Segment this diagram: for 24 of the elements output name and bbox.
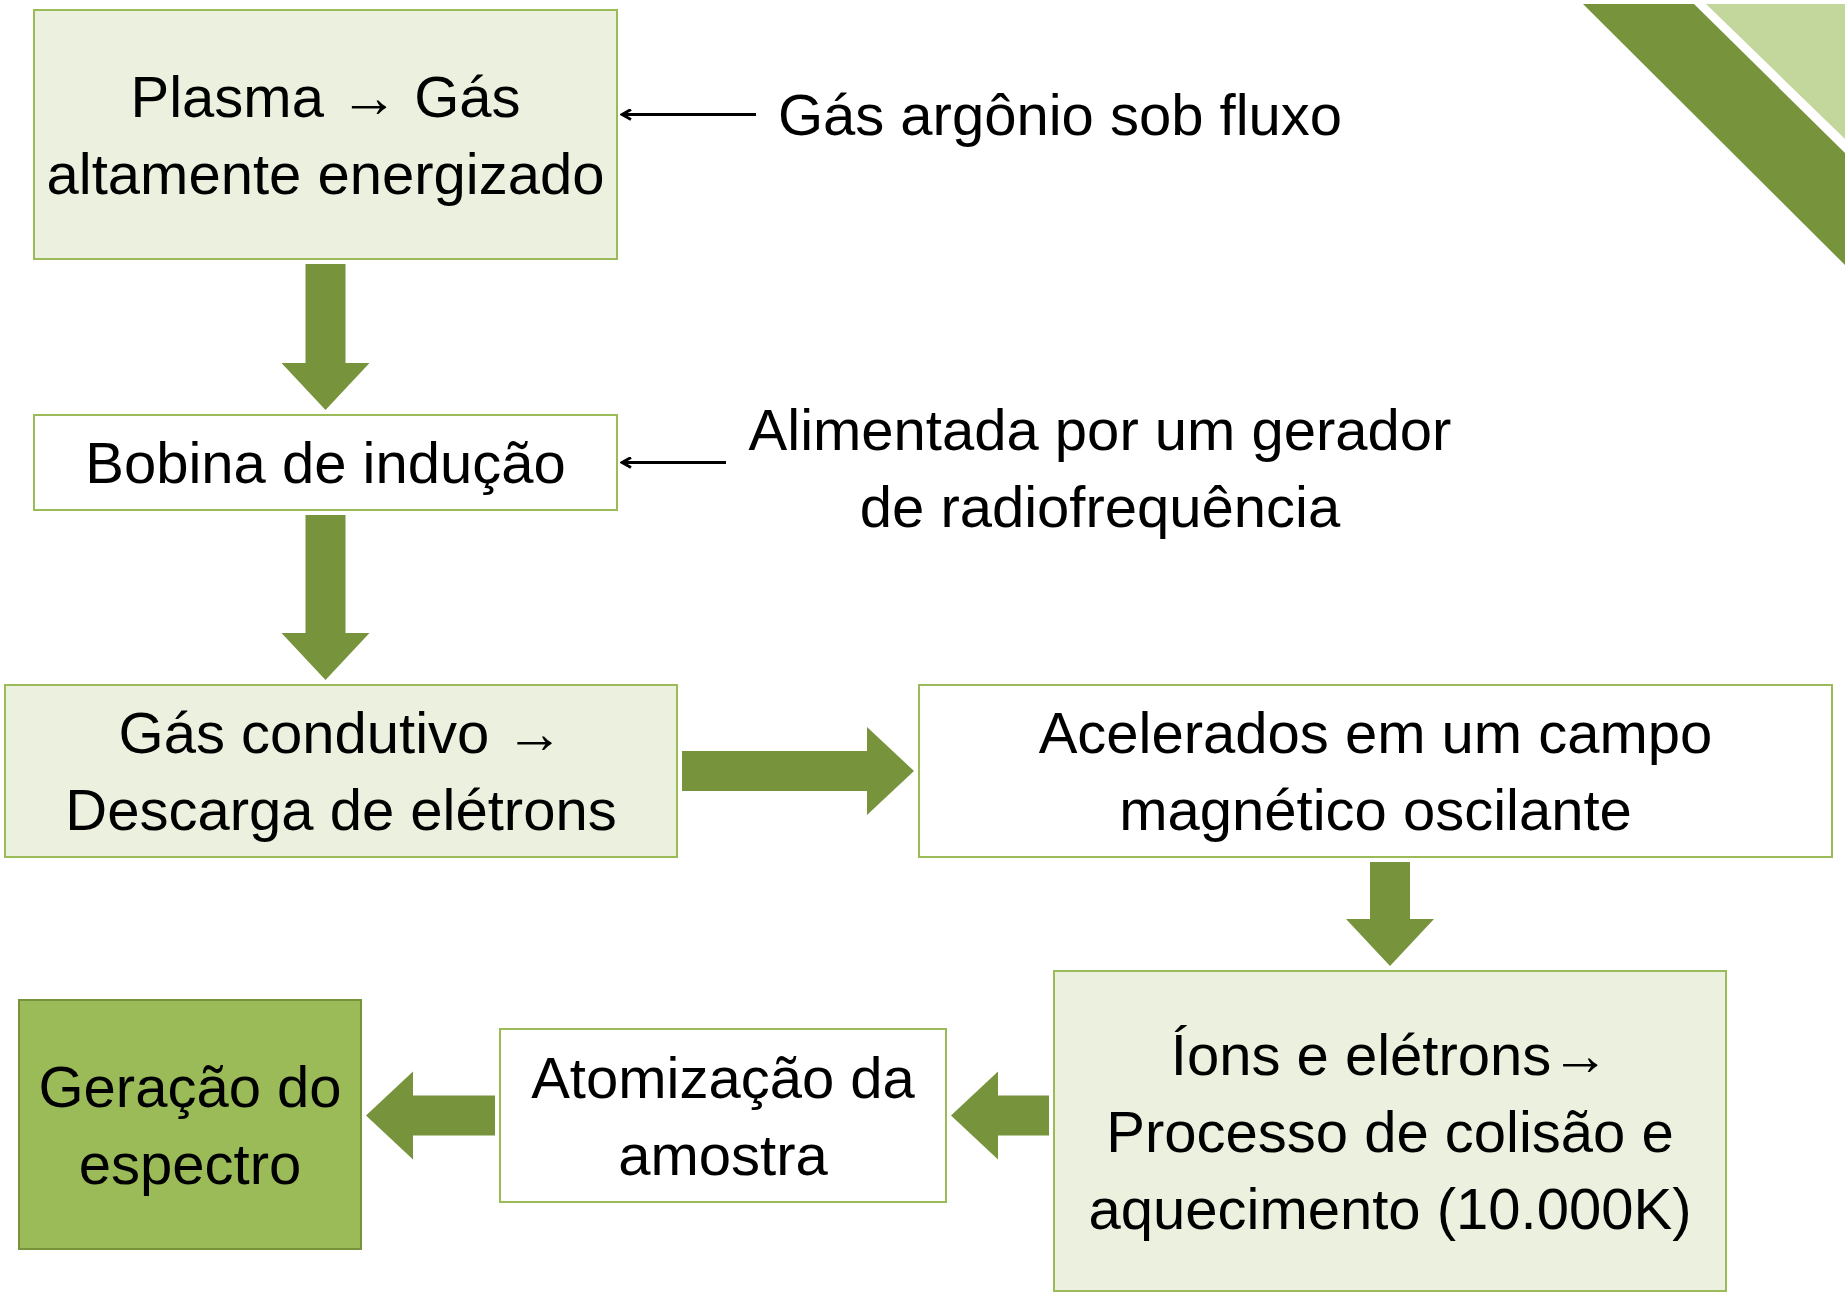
box-text: Bobina de indução (85, 429, 566, 497)
result-box (18, 999, 362, 1250)
block-arrow (281, 515, 370, 680)
box-text: Alimentada por um gerador de radiofrequência (747, 396, 1453, 541)
process-box (1053, 970, 1727, 1292)
arrow (620, 108, 756, 121)
process-box (4, 684, 678, 858)
box-text: Atomização da amostra (530, 1043, 916, 1189)
block-arrow (682, 727, 914, 815)
block-arrow (366, 1071, 495, 1160)
block-arrow (951, 1071, 1049, 1160)
process-box (33, 9, 618, 260)
block-arrow (1346, 862, 1434, 966)
process-box (33, 414, 618, 511)
process-box (918, 684, 1833, 858)
process-box (499, 1028, 947, 1203)
box-text: Geração do espectro (37, 1052, 343, 1198)
arrow (620, 456, 726, 469)
box-text: Gás argônio sob fluxo (777, 81, 1343, 149)
box-text: Gás condutivo → Descarga de elétrons (64, 699, 618, 844)
box-text: Plasma → Gás altamente energizado (45, 62, 606, 208)
box-text: Acelerados em um campo magnético oscilante (1037, 699, 1714, 844)
block-arrow (281, 264, 370, 410)
box-text: Íons e elétrons→ Processo de colisão e aquecimento (10.000K) (1087, 1020, 1693, 1243)
